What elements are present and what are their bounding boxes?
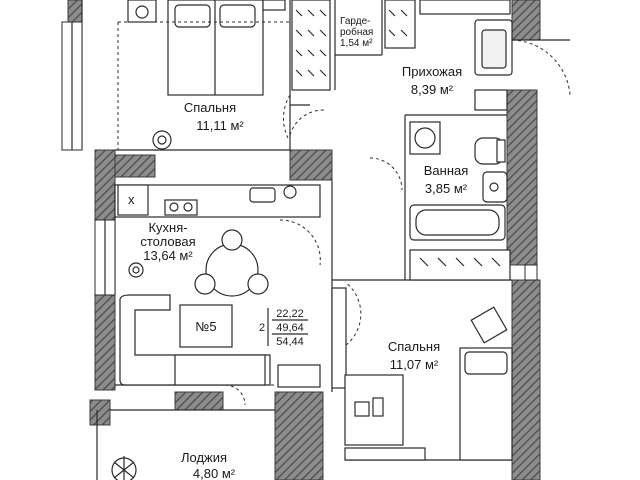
bed-icon bbox=[459, 347, 513, 461]
window-bedroom2 bbox=[524, 264, 538, 281]
apartment-number: №5 bbox=[195, 319, 216, 334]
apartment-area-with-loggia: 54,44 bbox=[276, 336, 304, 348]
hallway-area: 8,39 м² bbox=[411, 82, 454, 97]
windows bbox=[61, 21, 538, 296]
bedroom1-furniture bbox=[117, 0, 310, 150]
bathroom-name: Ванная bbox=[424, 163, 469, 178]
wall-loggia-center bbox=[274, 391, 324, 480]
plant-icon bbox=[111, 456, 137, 480]
wardrobe-area: 1,54 м² bbox=[340, 38, 373, 49]
bathroom-fixtures bbox=[409, 121, 511, 281]
wall-top-right bbox=[511, 0, 541, 41]
apartment-area-living: 22,22 bbox=[276, 308, 304, 320]
wardrobe-storage bbox=[291, 0, 511, 91]
walls bbox=[67, 0, 541, 480]
bathroom-shelf bbox=[409, 249, 511, 281]
chair-icon bbox=[470, 306, 508, 344]
wardrobe-bedroom2 bbox=[331, 287, 347, 389]
room-labels: Спальня 11,11 м² Гарде- робная 1,54 м² П… bbox=[140, 16, 468, 480]
wall-left-bedroom-lower bbox=[94, 149, 116, 221]
plant-icon bbox=[152, 130, 172, 150]
apartment-number-box bbox=[179, 304, 233, 348]
kitchen-name-line2: столовая bbox=[140, 234, 195, 249]
wall-loggia-small bbox=[89, 399, 111, 426]
kitchen-cross-marker: x bbox=[128, 192, 135, 207]
bedroom2-area: 11,07 м² bbox=[390, 357, 439, 372]
loggia-furniture bbox=[111, 456, 137, 480]
bedroom2-name: Спальня bbox=[388, 339, 440, 354]
bedroom1-name: Спальня bbox=[184, 100, 236, 115]
apartment-info: №5 2 22,22 49,64 54,44 bbox=[195, 308, 308, 348]
dining-table-icon bbox=[194, 229, 269, 297]
kitchen-name-line1: Кухня- bbox=[148, 220, 187, 235]
sofa-icon bbox=[119, 294, 271, 386]
loggia-name: Лоджия bbox=[181, 450, 227, 465]
nightstand-right bbox=[262, 0, 286, 11]
desk-icon bbox=[344, 374, 404, 446]
wall-kitchen-left bbox=[94, 294, 116, 391]
hallway-name: Прихожая bbox=[402, 64, 462, 79]
door-swing-icon bbox=[282, 94, 310, 139]
entrance-door-icon bbox=[511, 39, 571, 96]
loggia-area: 4,80 м² bbox=[193, 466, 236, 480]
plant-icon bbox=[128, 262, 144, 278]
wall-right-upper bbox=[506, 89, 538, 266]
tv-stand bbox=[277, 364, 321, 388]
apartment-area-total: 49,64 bbox=[276, 322, 304, 334]
fridge-box bbox=[117, 184, 149, 216]
wall-bedroom-kitchen bbox=[114, 154, 156, 178]
wall-right-lower bbox=[511, 279, 541, 480]
bedroom2-furniture bbox=[331, 281, 513, 461]
wardrobe-name-line2: робная bbox=[340, 26, 373, 38]
apartment-rooms-count: 2 bbox=[259, 322, 265, 334]
wall-left-upper bbox=[67, 0, 83, 23]
bathroom-area: 3,85 м² bbox=[425, 181, 468, 196]
kitchen-area: 13,64 м² bbox=[143, 248, 193, 263]
kitchen-furniture: x bbox=[114, 184, 321, 406]
bedroom1-area: 11,11 м² bbox=[196, 118, 244, 133]
hallway-fixtures bbox=[289, 19, 571, 191]
wall-center-pillar bbox=[289, 149, 333, 181]
wall-kitchen-bottom bbox=[174, 391, 224, 411]
wardrobe-name-line1: Гарде- bbox=[340, 16, 370, 27]
